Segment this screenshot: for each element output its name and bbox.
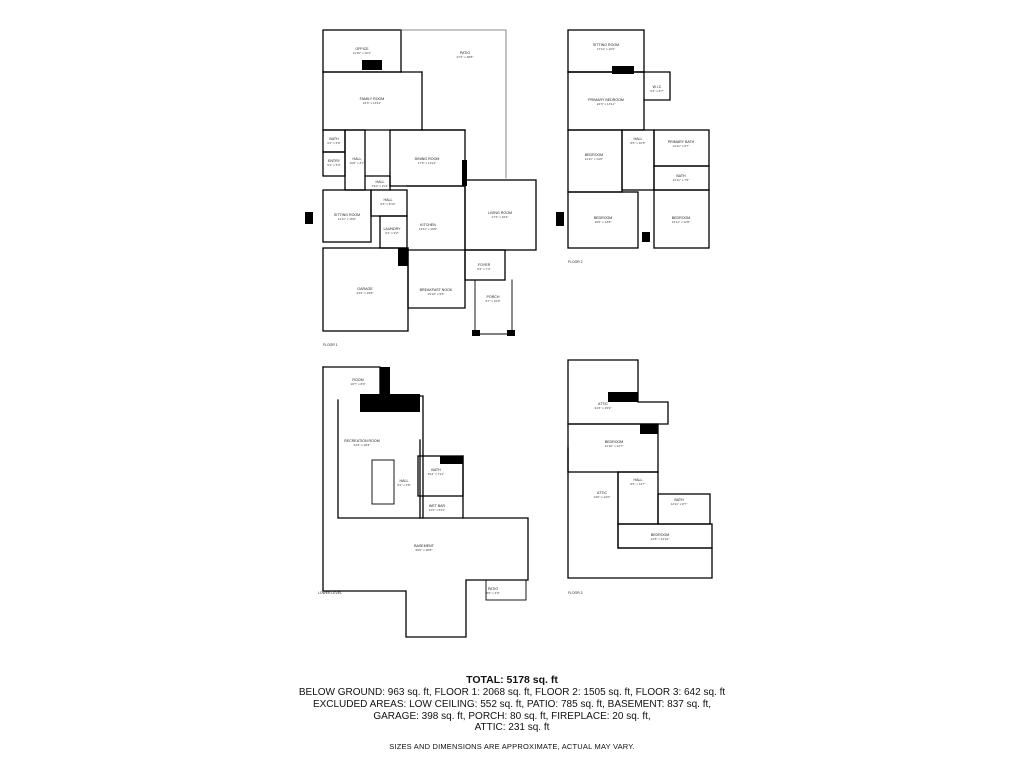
room-name-label: BEDROOM <box>672 216 691 220</box>
floor-1-plan <box>322 29 537 335</box>
room-name-label: ATTIC <box>597 491 608 495</box>
room-dimensions-label: 17'6" x 13'11" <box>418 161 436 165</box>
floor-2-label: FLOOR 2 <box>568 260 583 264</box>
room-dimensions-label: 11'4" x 5'11" <box>429 508 446 512</box>
room-dimensions-label: 17'4" x 16'4" <box>492 215 509 219</box>
room-dimensions-label: 8'11" x 7'11" <box>428 472 445 476</box>
room-dimensions-label: 6'1" x 9'2" <box>385 231 399 235</box>
room-name-label: HALL <box>376 180 385 184</box>
floor-3-plan <box>567 359 713 579</box>
room-dimensions-label: 10'6" x 3'7" <box>349 161 364 165</box>
floor-1-wall-features <box>305 60 515 336</box>
floor-2-wall-features <box>556 66 650 242</box>
room-dimensions-label: 13'0" x 24'0" <box>594 495 611 499</box>
lower-level-wall-features <box>360 367 463 464</box>
room-dimensions-label: 24'3" x 13'11" <box>597 102 615 106</box>
room-dimensions-label: 12'11" x 8'7" <box>671 502 688 506</box>
room-dimensions-label: 11'11" x 16'6" <box>338 217 356 221</box>
room-dimensions-label: 16'6" x 13'8" <box>595 220 612 224</box>
room-name-label: BASEMENT <box>414 544 435 548</box>
room-dimensions-label: 8'4" x 12'7" <box>630 482 645 486</box>
room-dimensions-label: 24'3" x 15'9" <box>595 406 612 410</box>
total-area: TOTAL: 5178 sq. ft <box>466 674 558 686</box>
room-name-label: BEDROOM <box>585 153 604 157</box>
room-name-label: HALL <box>400 479 409 483</box>
room-name-label: FOYER <box>478 263 491 267</box>
room-name-label: SITTING ROOM <box>334 213 360 217</box>
room-dimensions-label: 11'11" x 14'6" <box>585 157 603 161</box>
room-dimensions-label: 6'1" x 5'6" <box>327 141 341 145</box>
room-name-label: PATIO <box>460 51 470 55</box>
room-dimensions-label: 18'7" x 8'0" <box>350 382 365 386</box>
room-name-label: ATTIC <box>598 402 609 406</box>
floor-1-label: FLOOR 1 <box>323 343 338 347</box>
room-dimensions-label: 8'6" x 4'9" <box>486 591 500 595</box>
room-name-label: BEDROOM <box>651 533 670 537</box>
room-dimensions-label: 6'1" x 3'8" <box>397 483 411 487</box>
floor-2-plan <box>567 29 710 249</box>
room-name-label: WET BAR <box>429 504 446 508</box>
room-name-label: PATIO <box>488 587 498 591</box>
lower-level-plan <box>322 366 529 638</box>
room-name-label: KITCHEN <box>420 223 436 227</box>
room-dimensions-label: 3'10" x 2'11" <box>372 184 389 188</box>
room-name-label: HALL <box>384 198 393 202</box>
room-name-label: GARAGE <box>357 287 373 291</box>
room-dimensions-label: 5'4" x 8'7" <box>650 89 664 93</box>
excluded-areas-line: GARAGE: 398 sq. ft, PORCH: 80 sq. ft, FI… <box>373 711 651 722</box>
excluded-areas-line: EXCLUDED AREAS: LOW CEILING: 552 sq. ft,… <box>312 699 712 710</box>
lower-level-label: LOWER LEVEL <box>318 591 342 595</box>
room-dimensions-label: 27'2" x 38'8" <box>457 55 474 59</box>
room-name-label: RECREATION ROOM <box>344 439 379 443</box>
room-dimensions-label: 14'11" x 18'6" <box>419 227 437 231</box>
room-dimensions-label: 17'11" x 10'2" <box>597 47 615 51</box>
room-name-label: BATH <box>676 174 686 178</box>
room-name-label: W.I.C <box>653 85 662 89</box>
room-dimensions-label: 12'11" x 7'6" <box>673 178 690 182</box>
disclaimer: SIZES AND DIMENSIONS ARE APPROXIMATE, AC… <box>389 742 635 751</box>
room-name-label: PORCH <box>487 295 500 299</box>
room-dimensions-label: 50'0" x 28'8" <box>416 548 433 552</box>
room-dimensions-label: 24'3" x 28'4" <box>354 443 371 447</box>
room-dimensions-label: 21'8" x 12'10" <box>651 537 670 541</box>
room-name-label: PRIMARY BEDROOM <box>588 98 624 102</box>
room-dimensions-label: 21'10" x 12'7" <box>605 444 624 448</box>
area-breakdown-line: BELOW GROUND: 963 sq. ft, FLOOR 1: 2068 … <box>298 687 726 698</box>
room-name-label: HALL <box>353 157 362 161</box>
room-dimensions-label: 11'10" x 10'1" <box>353 51 371 55</box>
room-name-label: SITTING ROOM <box>593 43 619 47</box>
room-dimensions-label: 12'11" x 12'8" <box>672 220 690 224</box>
room-dimensions-label: 24'3" x 13'11" <box>363 101 381 105</box>
room-dimensions-label: 8'6" x 10'5" <box>630 141 645 145</box>
room-name-label: ENTRY <box>328 159 341 163</box>
room-dimensions-label: 24'2" x 19'8" <box>357 291 374 295</box>
room-name-label: OFFICE <box>355 47 369 51</box>
room-dimensions-label: 12'11" x 8'7" <box>673 144 690 148</box>
floor-3-wall-features <box>608 392 658 434</box>
room-dimensions-label: 15'10" x 9'6" <box>428 292 445 296</box>
room-dimensions-label: 9'7" x 10'0" <box>485 299 500 303</box>
floor-3-label: FLOOR 3 <box>568 591 583 595</box>
room-name-label: BATH <box>674 498 684 502</box>
room-name-label: BEDROOM <box>594 216 613 220</box>
room-name-label: HALL <box>634 478 643 482</box>
room-name-label: LIVING ROOM <box>488 211 512 215</box>
room-dimensions-label: 8'4" x 7'3" <box>477 267 491 271</box>
room-name-label: BATH <box>431 468 441 472</box>
excluded-areas-line: ATTIC: 231 sq. ft <box>474 722 550 733</box>
room-dimensions-label: 5'1" x 5'3" <box>327 163 341 167</box>
room-name-label: BATH <box>329 137 339 141</box>
room-name-label: ROOM <box>352 378 363 382</box>
room-name-label: HALL <box>634 137 643 141</box>
room-name-label: DINING ROOM <box>415 157 440 161</box>
room-name-label: PRIMARY BATH <box>668 140 695 144</box>
room-name-label: BEDROOM <box>605 440 624 444</box>
room-name-label: BREAKFAST NOOK <box>420 288 453 292</box>
room-dimensions-label: 6'3" x 6'10" <box>380 202 395 206</box>
room-name-label: LAUNDRY <box>383 227 401 231</box>
room-name-label: FAMILY ROOM <box>360 97 385 101</box>
